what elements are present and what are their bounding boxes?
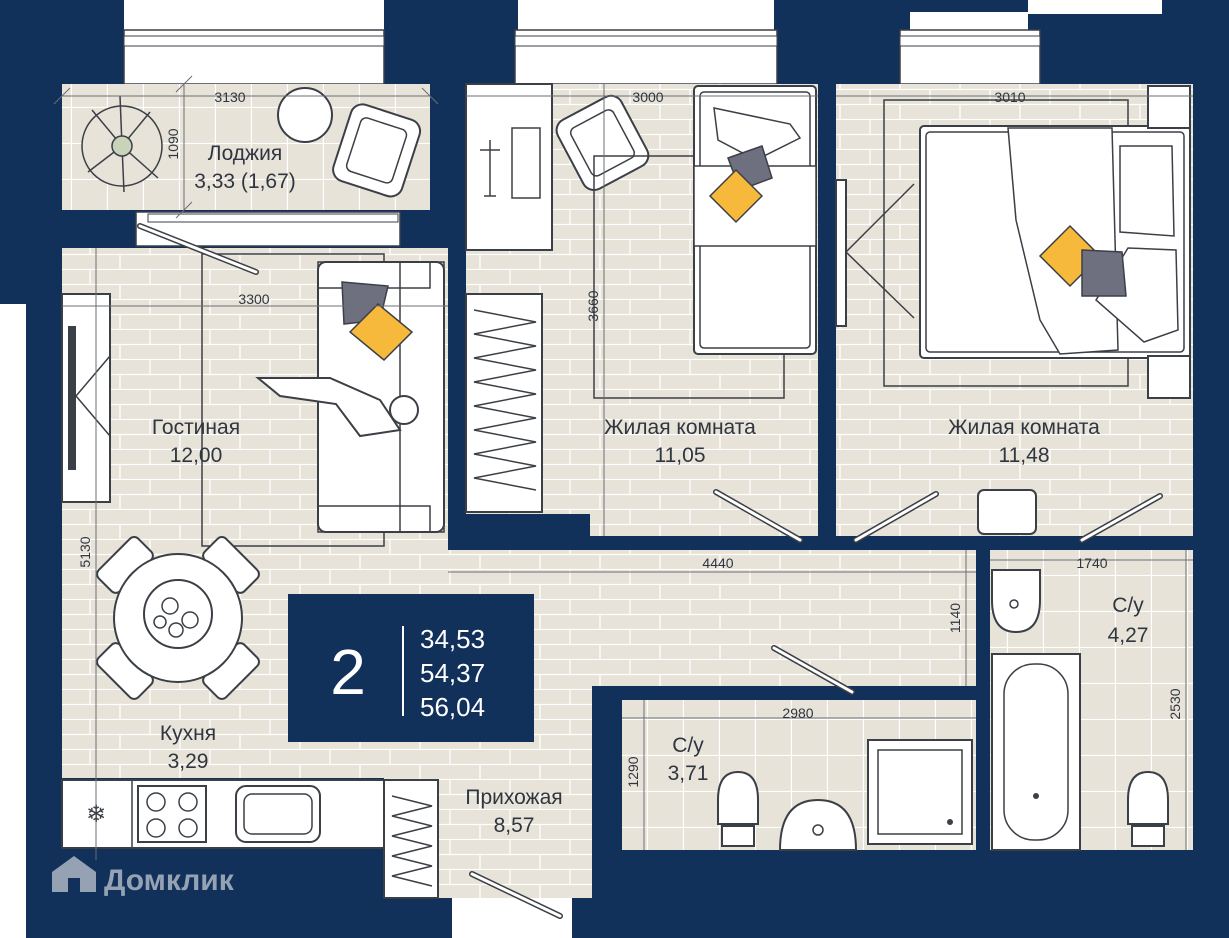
rooms-count: 2	[330, 636, 366, 708]
pouf-bedroom2	[977, 489, 1037, 535]
dim-bedroom2-width: 3010	[994, 89, 1025, 105]
person-on-sofa	[255, 377, 419, 438]
bath-small-area: 3,71	[668, 762, 709, 785]
door-swing-bedroom2-wardrobe	[835, 179, 915, 327]
loggia-window	[135, 211, 401, 247]
dimension-labels: 3130 1090 3300 5130 3000 3660 3010 4440 …	[77, 89, 1183, 788]
loggia-table	[277, 87, 333, 143]
dim-corridor-depth: 1140	[947, 603, 963, 633]
wardrobe-bedroom1	[465, 293, 543, 513]
dim-bath-small-depth: 1290	[625, 756, 641, 787]
hallway-wardrobe	[383, 779, 439, 899]
loggia-armchair	[332, 103, 422, 198]
dim-loggia-width: 3130	[214, 89, 245, 105]
brand-watermark: Домклик	[52, 856, 235, 897]
nightstand-bottom	[1147, 355, 1191, 399]
bath-small-name: С/у	[672, 734, 704, 757]
total-area: 54,37	[420, 658, 485, 688]
room-labels: Лоджия 3,33 (1,67) Гостиная 12,00 Кухня …	[152, 142, 1149, 837]
house-logo-icon	[52, 856, 96, 892]
loggia-plant-icon	[81, 95, 163, 193]
dim-bath-small-width: 2980	[782, 705, 813, 721]
bath-large-area: 4,27	[1108, 624, 1149, 647]
bedroom2-name: Жилая комната	[948, 416, 1100, 439]
kitchen-counter	[61, 779, 385, 849]
bedroom1-area: 11,05	[655, 444, 706, 467]
desk-bedroom1	[465, 83, 553, 251]
entrance-opening	[452, 898, 572, 938]
dimension-lines	[53, 75, 1193, 860]
living-sofa	[317, 261, 445, 533]
bath-large-name: С/у	[1112, 594, 1144, 617]
chair-bedroom1	[555, 94, 650, 191]
loggia-area: 3,33 (1,67)	[194, 170, 296, 193]
bath-large-fixtures	[991, 569, 1169, 851]
bath-small-fixtures	[717, 739, 973, 851]
dim-living-kitchen-depth: 5130	[77, 536, 93, 567]
hallway-area: 8,57	[494, 814, 535, 837]
bed-bedroom1	[693, 85, 817, 355]
area-summary-box: 2 34,53 54,37 56,04	[288, 594, 534, 742]
brand-name: Домклик	[104, 864, 235, 897]
living-name: Гостиная	[152, 416, 240, 439]
dim-loggia-depth: 1090	[165, 128, 181, 159]
kitchen-name: Кухня	[160, 722, 216, 745]
snowflake-icon: ❄	[86, 801, 106, 828]
windows	[0, 0, 1162, 938]
living-area: 12,00	[170, 444, 223, 467]
dim-corridor-length: 4440	[702, 555, 733, 571]
hallway-name: Прихожая	[465, 786, 562, 809]
living-tv-cabinet	[61, 293, 111, 503]
kitchen-area: 3,29	[168, 750, 209, 773]
living-area-total: 34,53	[420, 624, 485, 654]
dim-bath-large-width: 1740	[1076, 555, 1107, 571]
interior-walls	[62, 84, 1229, 938]
doors	[137, 223, 1163, 919]
dim-bath-large-depth: 2530	[1167, 688, 1183, 719]
bedroom1-name: Жилая комната	[604, 416, 756, 439]
nightstand-top	[1147, 85, 1191, 129]
bed-bedroom2	[919, 125, 1191, 359]
area-with-loggia: 56,04	[420, 692, 485, 722]
loggia-name: Лоджия	[208, 142, 282, 165]
dining-table	[96, 536, 260, 700]
dim-bedroom1-width: 3000	[632, 89, 663, 105]
dim-bedroom1-depth: 3660	[585, 290, 601, 321]
living-pillows	[341, 281, 414, 362]
dim-living-width: 3300	[238, 291, 269, 307]
bedroom2-area: 11,48	[999, 444, 1050, 467]
